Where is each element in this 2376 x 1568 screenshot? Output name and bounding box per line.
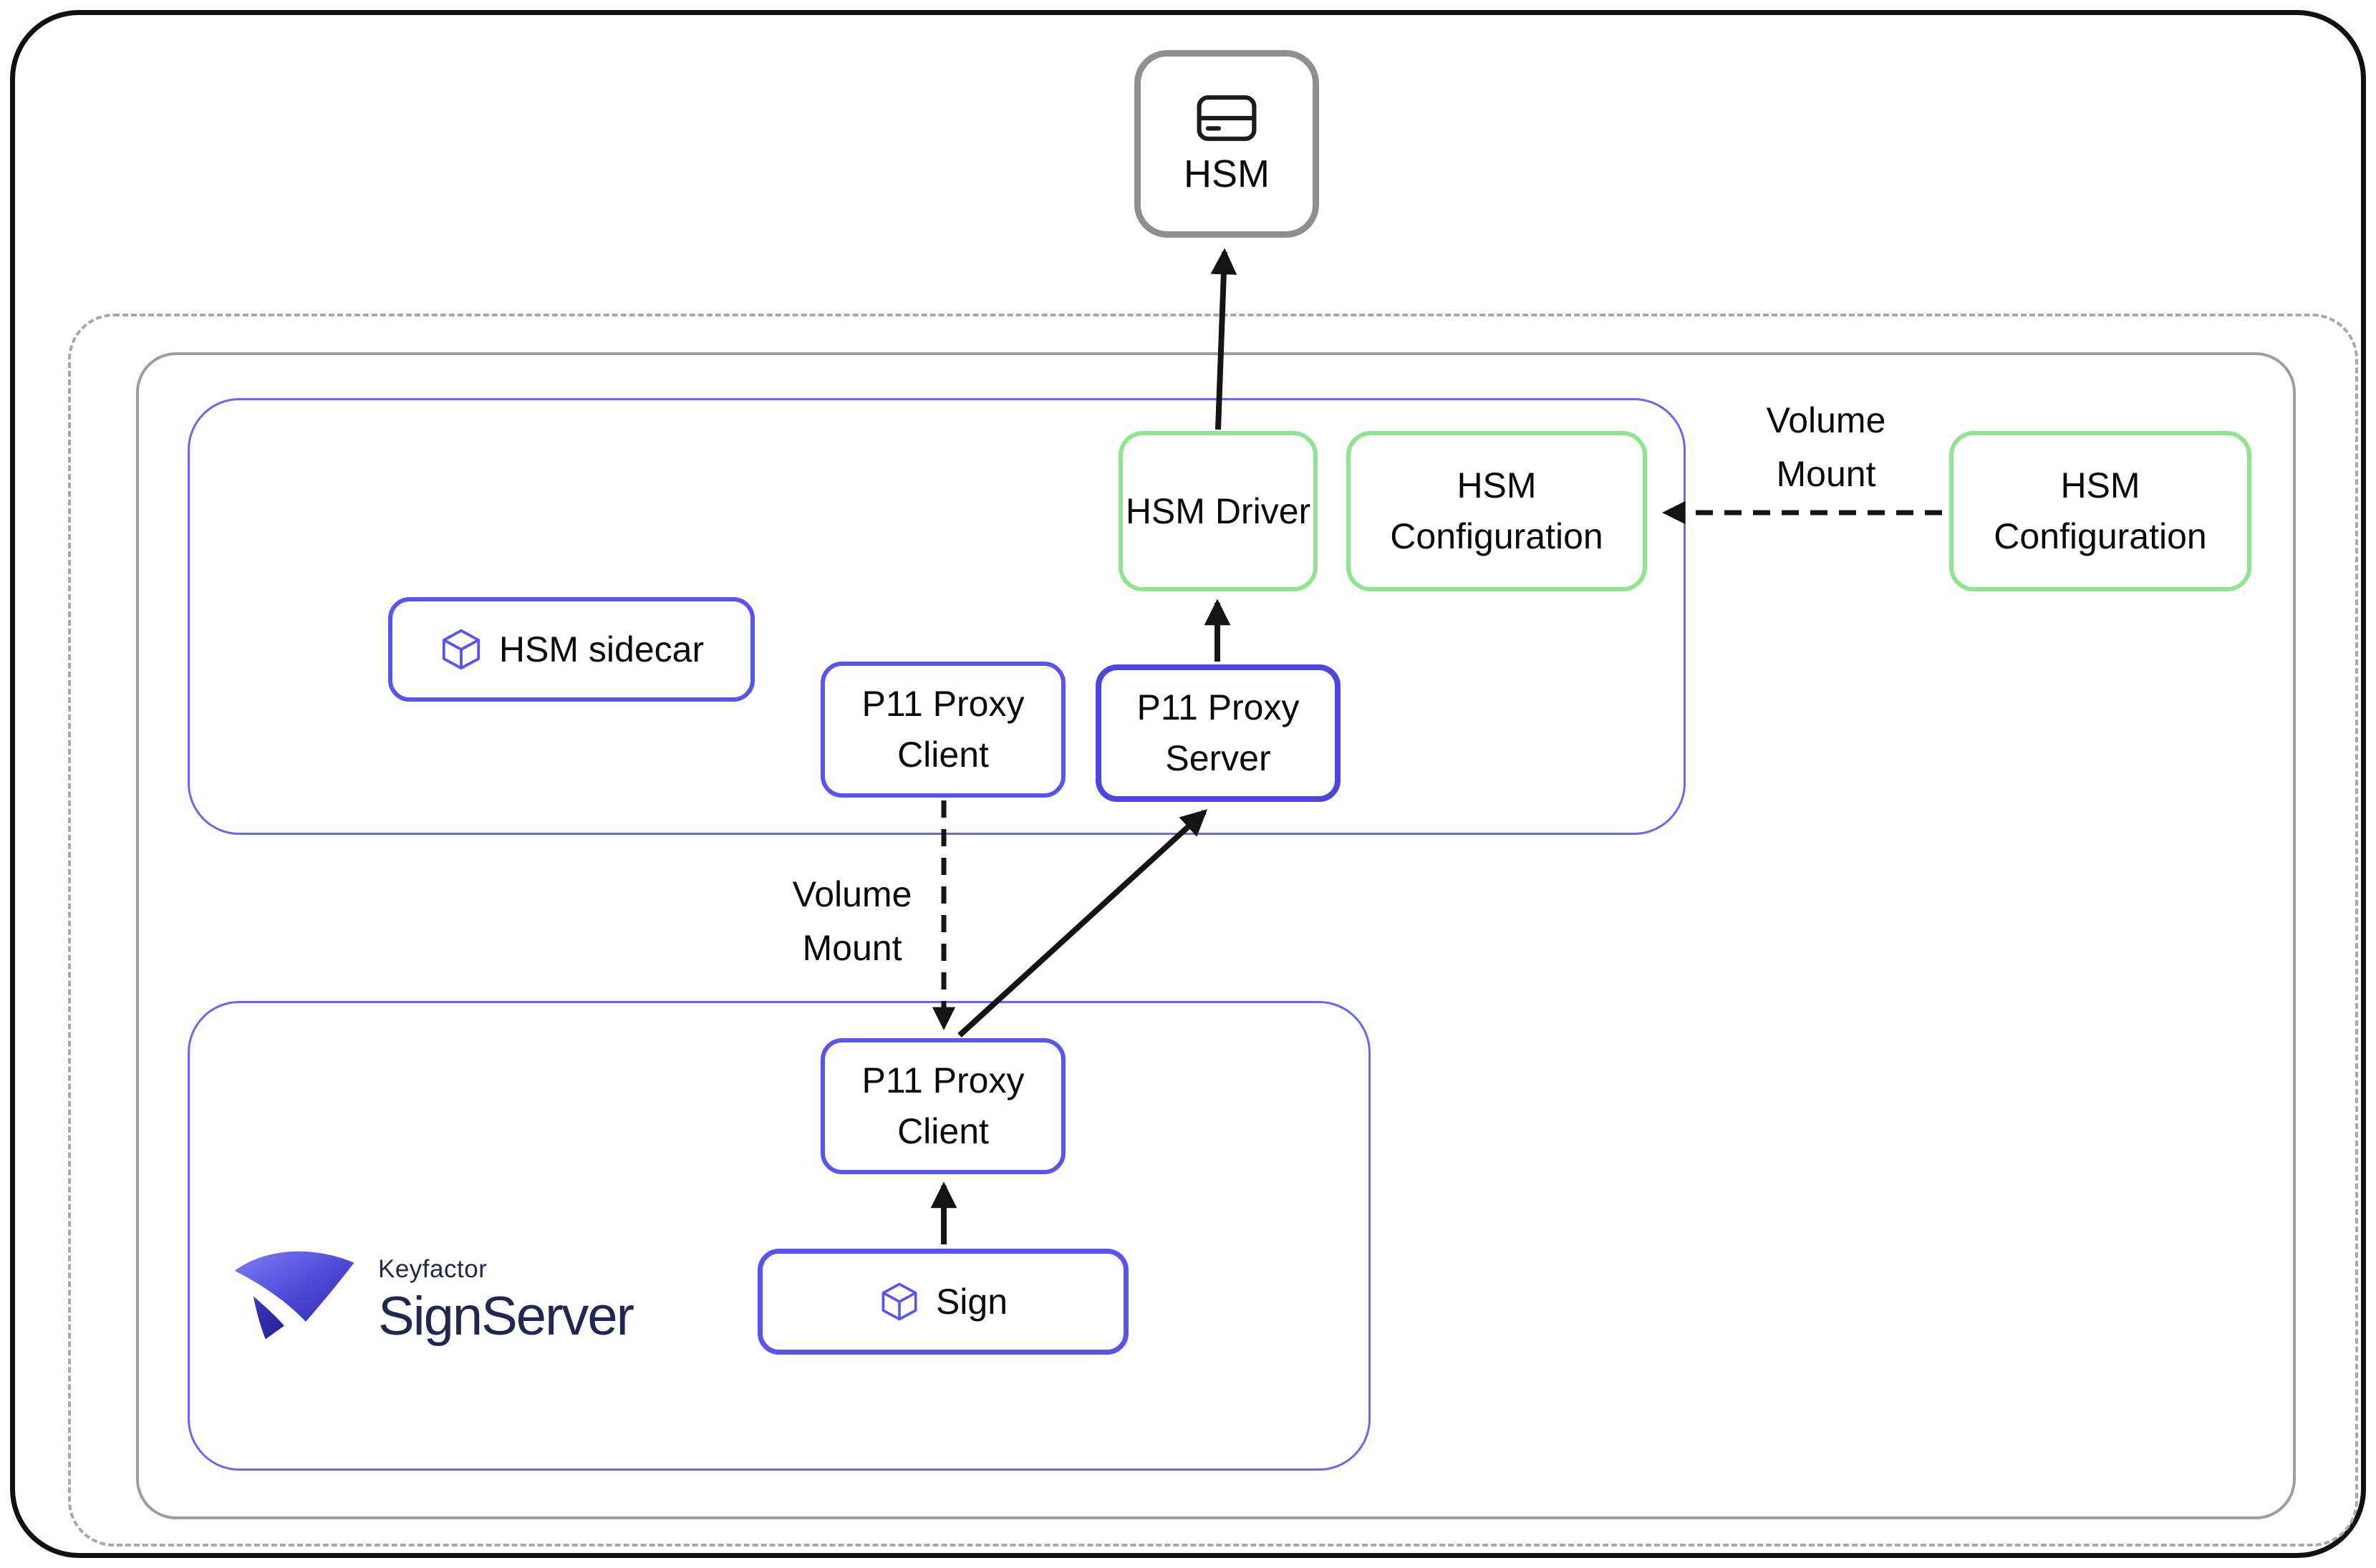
- volume-mount-config-label: Volume Mount: [1766, 400, 1886, 494]
- hsm-driver-label: HSM Driver: [1125, 490, 1311, 531]
- p11-proxy-client-top-label: P11 Proxy Client: [861, 684, 1025, 775]
- sign-label: Sign: [935, 1281, 1008, 1322]
- hsm-node: HSM: [1134, 50, 1319, 238]
- cube-icon: [882, 1282, 917, 1321]
- hsm-sidecar-title-box: HSM sidecar: [388, 597, 755, 702]
- hsm-configuration-label: HSM Configuration: [1390, 465, 1603, 556]
- p11-proxy-server-label: P11 Proxy Server: [1136, 687, 1300, 778]
- hsm-configuration-box: HSM Configuration: [1346, 431, 1647, 591]
- p11-proxy-client-top-box: P11 Proxy Client: [821, 662, 1066, 798]
- keyfactor-signserver-logo: Keyfactor SignServer: [231, 1240, 746, 1362]
- logo-brand: Keyfactor: [378, 1254, 488, 1283]
- p11-proxy-server-box: P11 Proxy Server: [1096, 664, 1341, 802]
- volume-mount-proxy-label: Volume Mount: [792, 874, 912, 968]
- p11-proxy-client-bottom-label: P11 Proxy Client: [861, 1060, 1025, 1151]
- logo-product: SignServer: [378, 1285, 634, 1347]
- signserver-pod: [188, 1001, 1371, 1471]
- cluster-boundary: [68, 314, 2358, 1547]
- sign-box: Sign: [758, 1249, 1129, 1355]
- hsm-sidecar-label: HSM sidecar: [498, 629, 705, 669]
- external-hsm-configuration-box: HSM Configuration: [1949, 431, 2251, 591]
- external-hsm-configuration-label: HSM Configuration: [1994, 465, 2207, 556]
- hsm-sidecar-pod: [188, 398, 1686, 835]
- logo-text: Keyfactor SignServer: [378, 1254, 634, 1347]
- p11-proxy-client-bottom-box: P11 Proxy Client: [821, 1038, 1066, 1174]
- hard-drive-icon: [1197, 95, 1257, 141]
- hsm-driver-box: HSM Driver: [1119, 431, 1318, 591]
- hsm-node-label: HSM: [1184, 153, 1270, 195]
- keyfactor-logo-icon: [234, 1251, 354, 1340]
- cube-icon: [442, 629, 480, 670]
